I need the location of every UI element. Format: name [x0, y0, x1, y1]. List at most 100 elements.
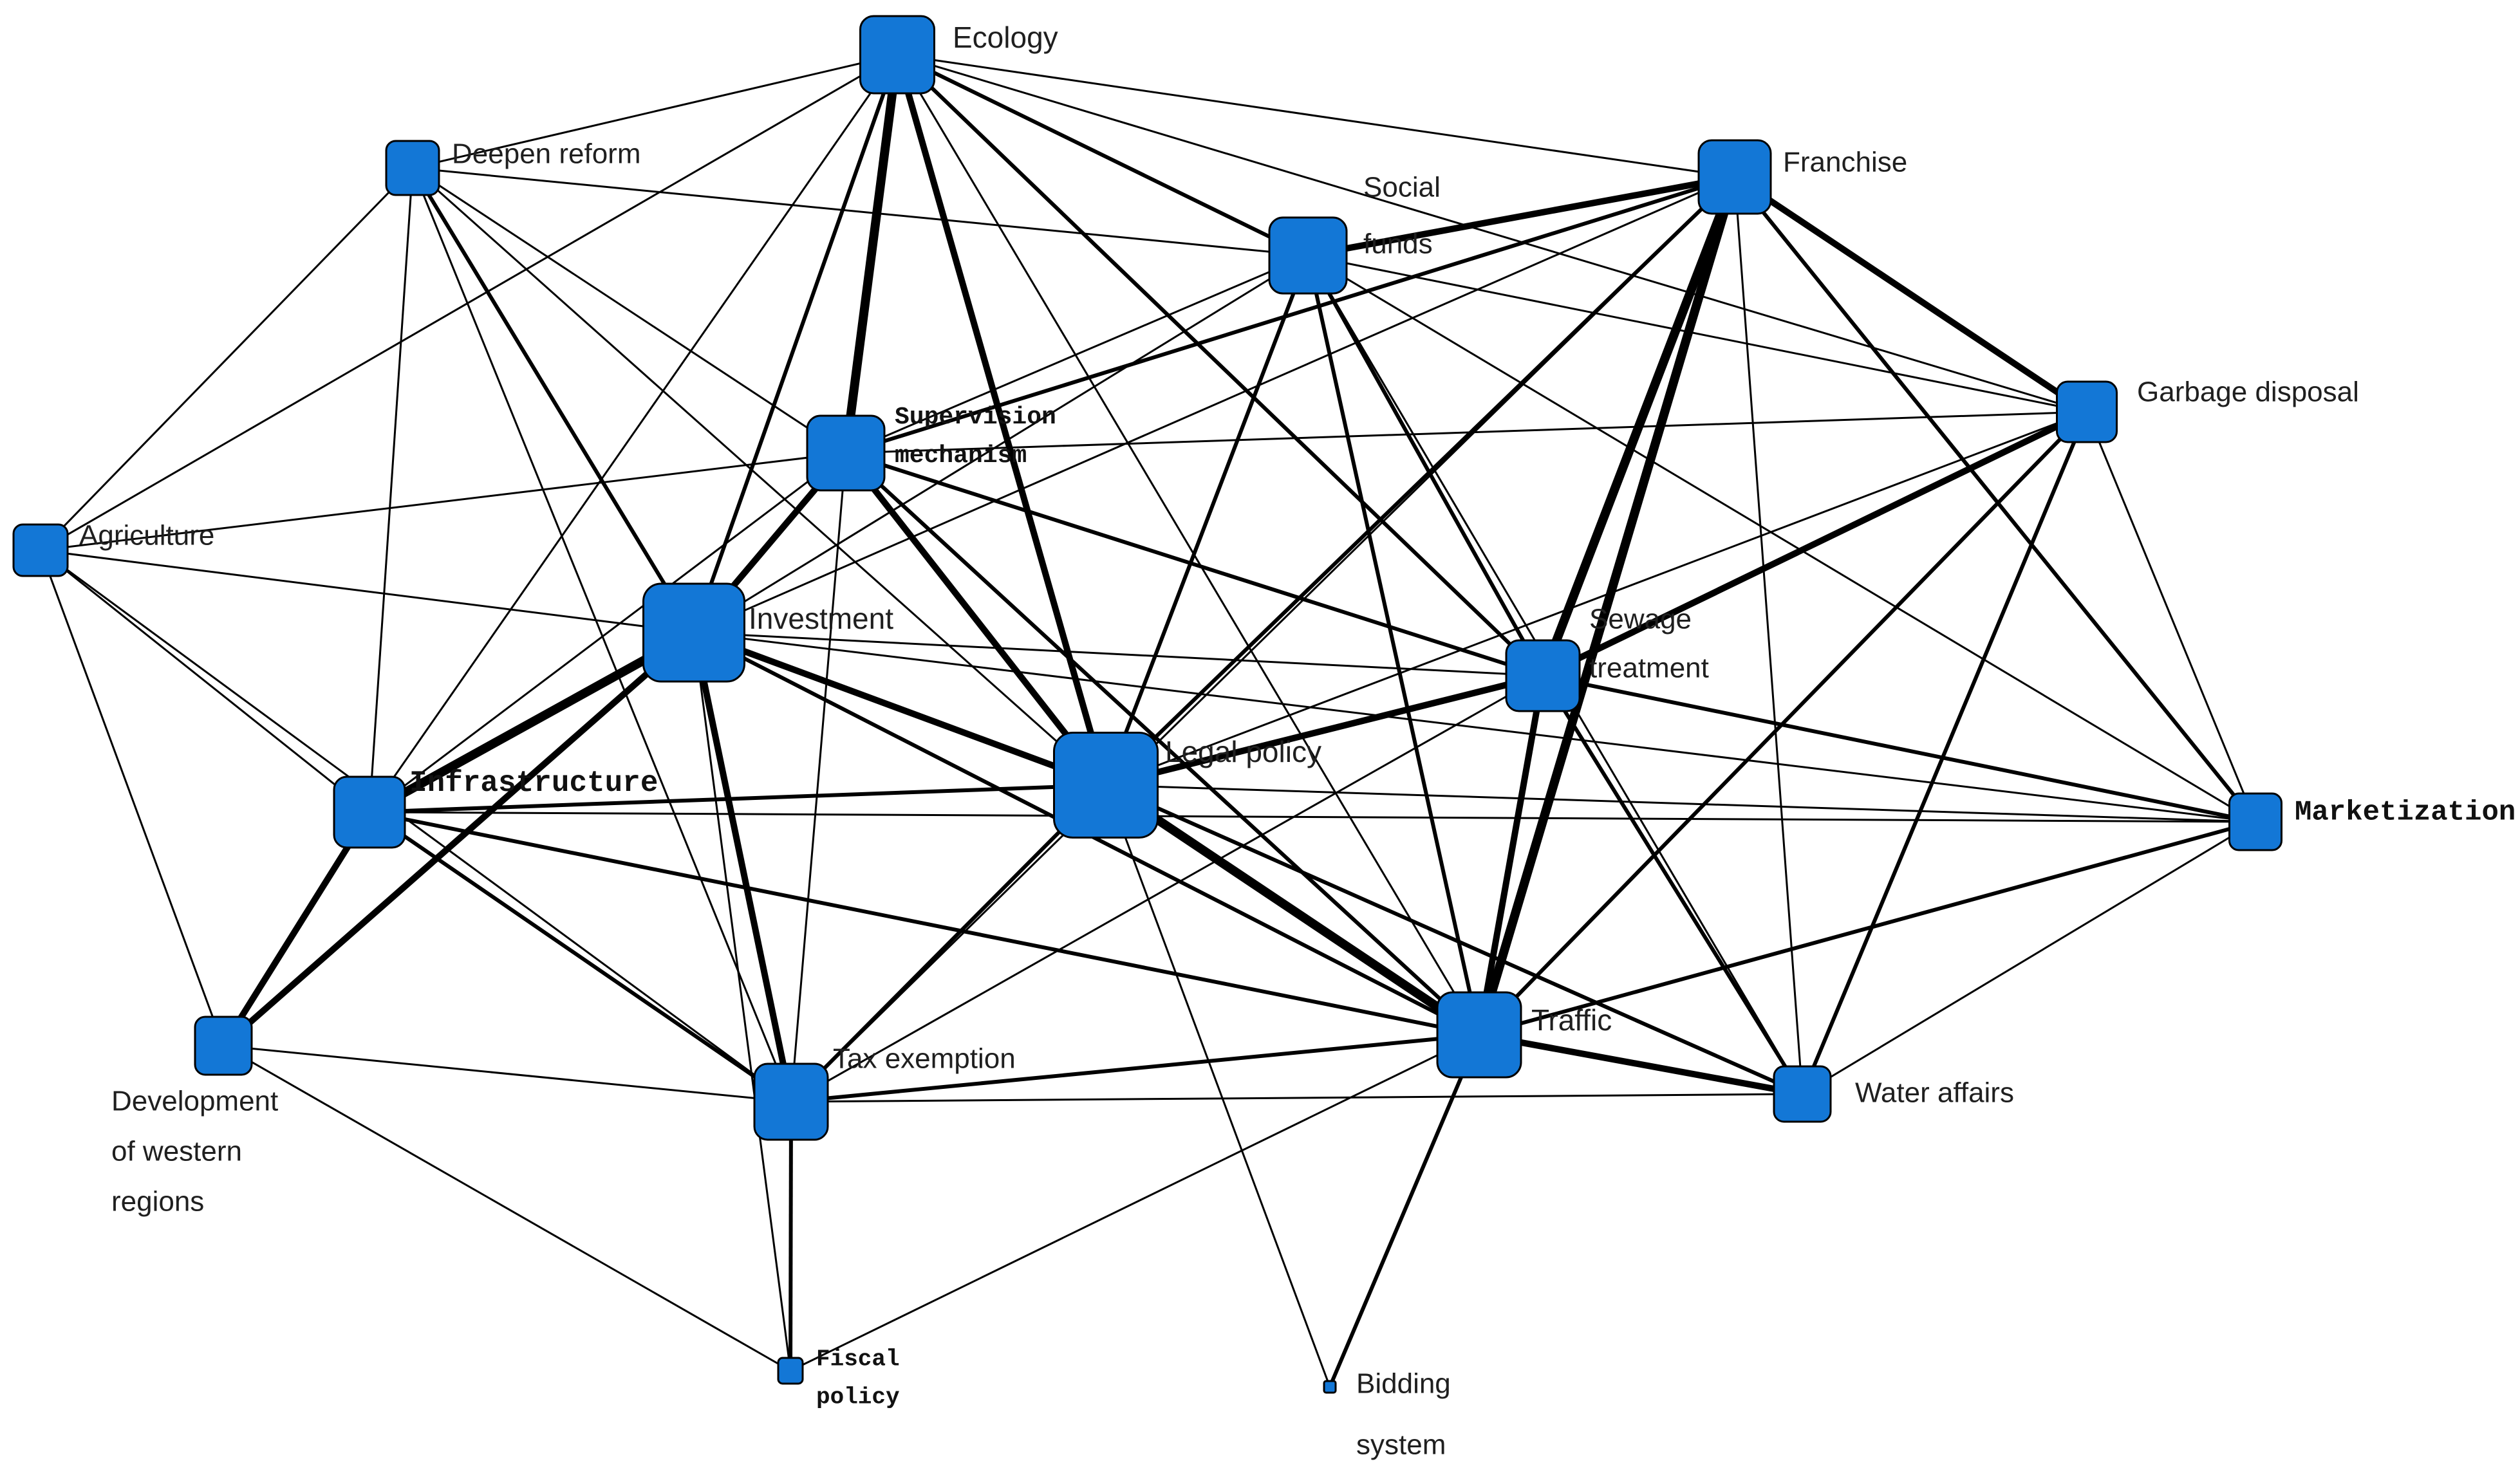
node-investment[interactable]: [642, 582, 745, 683]
label-bidding-system-line-2: system: [1356, 1429, 1446, 1461]
edge-tax-exemption-sewage-treatment: [790, 674, 1544, 1103]
edge-supervision-mechanism-infrastructure: [369, 452, 846, 813]
edge-social-funds-sewage-treatment: [1306, 254, 1545, 677]
edge-deepen-reform-investment: [411, 167, 696, 634]
edge-social-funds-garbage-disposal: [1307, 254, 2087, 413]
edge-supervision-mechanism-sewage-treatment: [845, 451, 1544, 678]
edge-deepen-reform-infrastructure: [368, 167, 414, 813]
edge-infrastructure-tax-exemption: [368, 810, 792, 1104]
label-bidding-system-line-1: Bidding: [1356, 1368, 1451, 1400]
label-social-funds-line-2: funds: [1363, 228, 1433, 260]
edge-franchise-legal-policy: [1104, 175, 1737, 787]
label-development-line-3: regions: [111, 1186, 204, 1218]
edge-tax-exemption-water-affairs: [790, 1093, 1803, 1103]
label-tax-exemption: Tax exemption: [833, 1043, 1016, 1075]
edge-franchise-garbage-disposal: [1733, 174, 2089, 415]
edge-layer: [39, 53, 2257, 1388]
label-agriculture: Agriculture: [79, 520, 214, 552]
edge-ecology-agriculture: [40, 53, 898, 552]
label-infrastructure: Infrastructure: [409, 766, 658, 800]
label-fiscal-policy-line-2: policy: [816, 1384, 900, 1411]
edge-marketization-water-affairs: [1802, 821, 2256, 1095]
node-tax-exemption[interactable]: [753, 1062, 829, 1141]
node-development[interactable]: [194, 1016, 253, 1076]
label-investment: Investment: [749, 602, 893, 635]
node-franchise[interactable]: [1697, 139, 1772, 215]
edge-garbage-disposal-water-affairs: [1800, 411, 2089, 1095]
edge-traffic-sewage-treatment: [1476, 675, 1546, 1035]
edge-garbage-disposal-legal-policy: [1105, 411, 2087, 786]
edge-agriculture-tax-exemption: [40, 549, 792, 1103]
edge-franchise-water-affairs: [1733, 176, 1804, 1095]
edge-agriculture-development: [39, 550, 225, 1046]
edge-legal-policy-traffic: [1103, 781, 1482, 1039]
label-water-affairs: Water affairs: [1855, 1077, 2014, 1109]
label-garbage-disposal: Garbage disposal: [2137, 376, 2359, 408]
edge-ecology-investment: [692, 54, 899, 633]
edge-ecology-franchise: [897, 53, 1735, 178]
edge-marketization-traffic: [1479, 820, 2256, 1037]
edge-agriculture-infrastructure: [40, 549, 370, 813]
edge-supervision-mechanism-traffic: [844, 451, 1481, 1037]
node-water-affairs[interactable]: [1773, 1065, 1832, 1123]
edge-infrastructure-traffic: [369, 810, 1480, 1037]
edge-investment-sewage-treatment: [693, 631, 1544, 677]
edge-investment-tax-exemption: [691, 631, 794, 1103]
node-social-funds[interactable]: [1268, 216, 1348, 295]
edge-legal-policy-infrastructure: [369, 783, 1106, 814]
edge-tax-exemption-traffic: [790, 1033, 1480, 1104]
edge-development-tax-exemption: [223, 1044, 792, 1103]
edge-supervision-mechanism-tax-exemption: [790, 452, 847, 1102]
edge-garbage-disposal-supervision-mechanism: [845, 411, 2087, 454]
edge-infrastructure-marketization: [369, 811, 2256, 823]
edge-ecology-garbage-disposal: [897, 53, 2087, 413]
edge-legal-policy-water-affairs: [1105, 783, 1804, 1096]
edge-development-fiscal-policy: [223, 1044, 791, 1372]
label-supervision-mechanism-line-1: Supervision: [895, 404, 1056, 431]
node-layer: [12, 15, 2282, 1394]
node-ecology[interactable]: [859, 15, 935, 95]
edge-ecology-sewage-treatment: [895, 53, 1545, 678]
edge-deepen-reform-supervision-mechanism: [412, 167, 846, 454]
node-sewage-treatment[interactable]: [1505, 639, 1581, 712]
edge-tax-exemption-fiscal-policy: [789, 1101, 793, 1371]
edge-franchise-traffic: [1475, 176, 1739, 1036]
edge-social-funds-legal-policy: [1104, 254, 1310, 786]
edge-social-funds-supervision-mechanism: [845, 254, 1309, 454]
edge-social-funds-marketization: [1307, 254, 2256, 823]
edge-agriculture-investment: [40, 549, 695, 634]
edge-social-funds-traffic: [1306, 255, 1481, 1035]
node-traffic[interactable]: [1436, 991, 1522, 1079]
node-supervision-mechanism[interactable]: [806, 414, 886, 492]
edge-ecology-infrastructure: [368, 54, 899, 813]
node-infrastructure[interactable]: [333, 775, 406, 849]
edge-investment-legal-policy: [693, 629, 1107, 788]
edge-legal-policy-marketization: [1105, 784, 2256, 823]
edge-legal-policy-sewage-treatment: [1105, 673, 1544, 788]
label-supervision-mechanism-line-2: mechanism: [895, 442, 1027, 470]
node-marketization[interactable]: [2228, 792, 2282, 851]
node-deepen-reform[interactable]: [385, 140, 440, 196]
edge-garbage-disposal-sewage-treatment: [1541, 409, 2089, 679]
label-traffic: Traffic: [1531, 1003, 1612, 1037]
node-agriculture[interactable]: [12, 523, 69, 577]
edge-traffic-fiscal-policy: [790, 1034, 1480, 1372]
edge-marketization-sewage-treatment: [1542, 674, 2256, 824]
edge-ecology-social-funds: [896, 53, 1309, 257]
label-legal-policy: Legal policy: [1165, 735, 1321, 768]
node-fiscal-policy[interactable]: [777, 1357, 804, 1385]
label-franchise: Franchise: [1783, 147, 1907, 178]
edge-deepen-reform-tax-exemption: [411, 167, 792, 1102]
node-legal-policy[interactable]: [1053, 732, 1159, 839]
edge-ecology-deepen-reform: [412, 53, 898, 169]
label-fiscal-policy-line-1: Fiscal: [816, 1346, 900, 1373]
node-garbage-disposal[interactable]: [2056, 380, 2118, 443]
edge-ecology-traffic: [896, 54, 1480, 1035]
edge-agriculture-supervision-mechanism: [40, 452, 846, 552]
edge-franchise-tax-exemption: [790, 176, 1736, 1103]
node-bidding-system[interactable]: [1323, 1380, 1337, 1394]
edge-ecology-supervision-mechanism: [841, 54, 902, 454]
edge-traffic-water-affairs: [1479, 1032, 1803, 1097]
